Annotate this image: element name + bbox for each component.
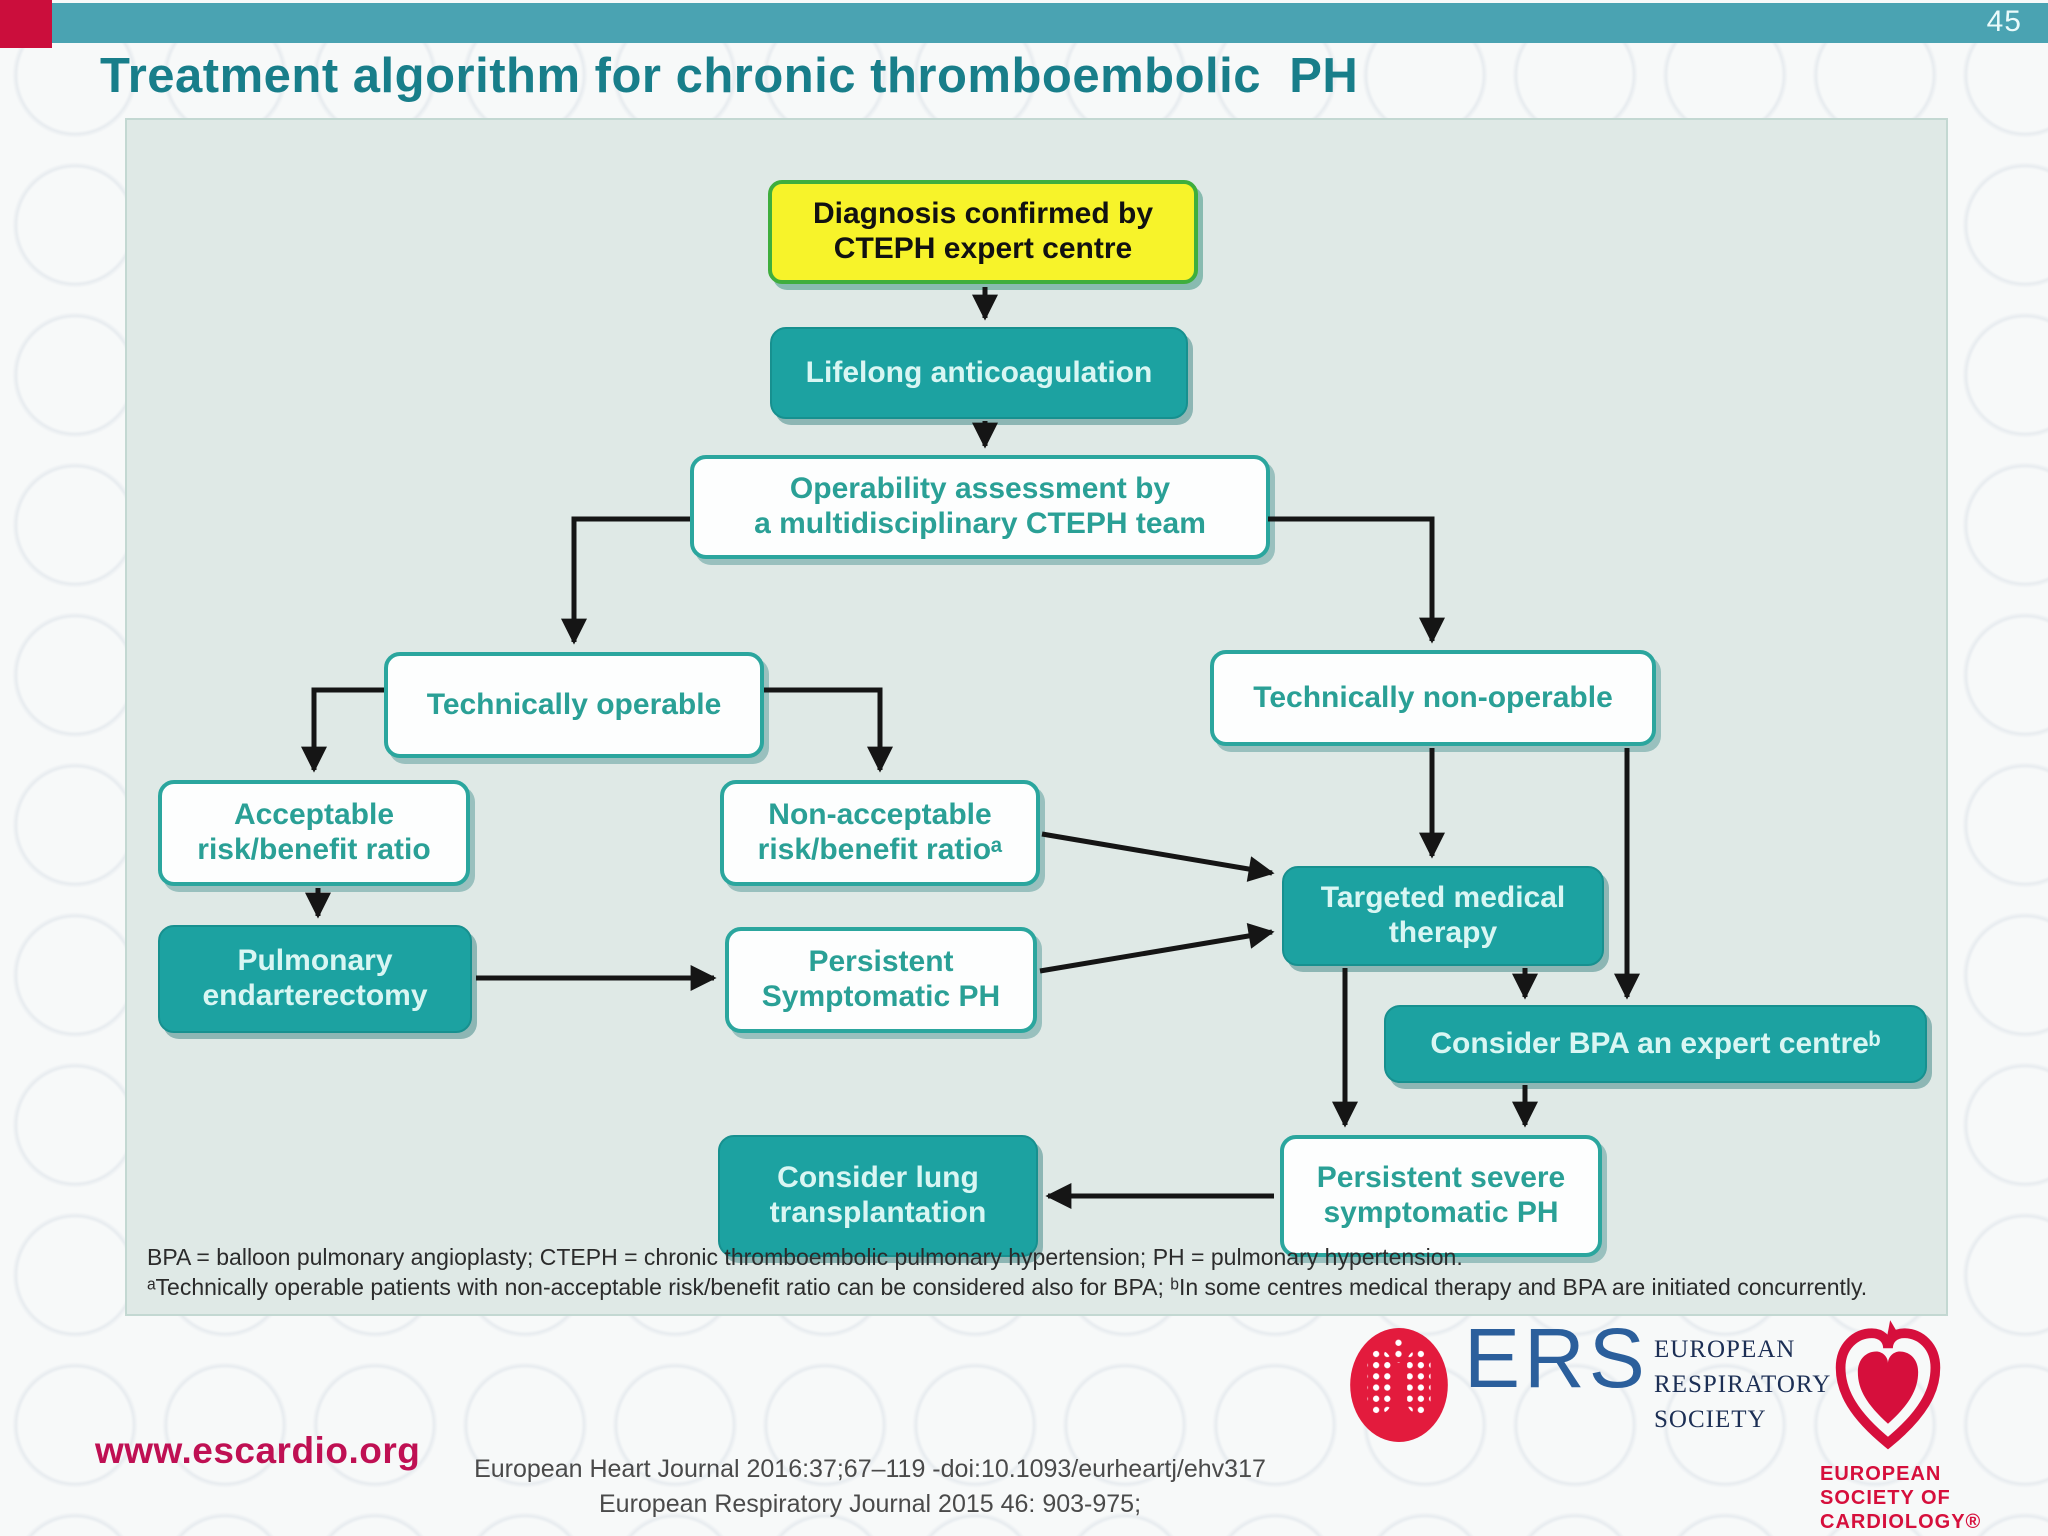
node-line: Targeted medical [1320,881,1566,915]
node-line: Diagnosis confirmed by [812,197,1154,231]
node-line: Technically non-operable [1253,680,1613,714]
node-line: Consider lung [777,1161,979,1195]
esc-name-line: SOCIETY OF [1820,1487,1951,1509]
node-line: Symptomatic PH [761,980,1001,1013]
node-line: risk/benefit ratioᵃ [757,833,1003,866]
citation-line: European Heart Journal 2016:37;67–119 -d… [474,1455,1266,1483]
footnotes: BPA = balloon pulmonary angioplasty; CTE… [147,1243,1907,1303]
footnote-superscripts: ᵃTechnically operable patients with non-… [147,1273,1868,1300]
esc-heart-icon [1835,1320,1941,1450]
header-bar [52,3,2048,43]
node-line: Lifelong anticoagulation [805,355,1153,389]
node-persistent-symptomatic-ph: Persistent Symptomatic PH [725,927,1037,1033]
esc-society-name: EUROPEAN SOCIETY OF CARDIOLOGY® [1820,1462,1982,1534]
node-line: a multidisciplinary CTEPH team [754,507,1206,540]
node-line: CTEPH expert centre [833,232,1133,265]
node-acceptable-ratio: Acceptable risk/benefit ratio [158,780,470,886]
node-line: transplantation [769,1196,987,1229]
node-line: Non-acceptable [768,798,992,832]
footnote-abbreviations: BPA = balloon pulmonary angioplasty; CTE… [147,1244,1463,1270]
node-persistent-severe-ph: Persistent severe symptomatic PH [1280,1135,1602,1257]
node-diagnosis: Diagnosis confirmed by CTEPH expert cent… [768,180,1198,284]
esc-name-line: CARDIOLOGY® [1820,1511,1982,1533]
node-technically-non-operable: Technically non-operable [1210,650,1656,746]
node-line: Acceptable [233,798,395,832]
node-line: Technically operable [426,687,722,721]
corner-accent-block [0,0,52,48]
slide-title: Treatment algorithm for chronic thromboe… [100,49,1359,103]
node-line: Persistent [808,945,954,979]
ers-name-line: EUROPEAN [1654,1336,1796,1363]
node-line: Consider BPA an expert centreᵇ [1430,1026,1881,1060]
ers-lungs-icon [1350,1328,1448,1442]
node-consider-bpa: Consider BPA an expert centreᵇ [1384,1005,1927,1083]
node-line: Pulmonary [237,944,393,978]
esc-name-line: EUROPEAN [1820,1463,1942,1485]
escardio-link[interactable]: www.escardio.org [95,1430,421,1471]
node-line: risk/benefit ratio [197,833,431,866]
node-pulmonary-endarterectomy: Pulmonary endarterectomy [158,925,472,1033]
node-operability-assessment: Operability assessment by a multidiscipl… [690,455,1270,559]
node-targeted-medical-therapy: Targeted medical therapy [1282,866,1604,966]
citations: European Heart Journal 2016:37;67–119 -d… [420,1452,1320,1521]
ers-name-line: RESPIRATORY [1654,1371,1832,1398]
page-number: 45 [1986,5,2022,38]
ers-name-line: SOCIETY [1654,1406,1767,1433]
ers-abbr: ERS [1464,1311,1649,1405]
node-consider-lung-transplantation: Consider lung transplantation [718,1135,1038,1257]
node-line: Operability assessment by [789,472,1171,506]
node-line: endarterectomy [202,979,428,1012]
node-technically-operable: Technically operable [384,652,764,758]
node-non-acceptable-ratio: Non-acceptable risk/benefit ratioᵃ [720,780,1040,886]
esc-logo-group: EUROPEAN SOCIETY OF CARDIOLOGY® [1820,1316,1980,1533]
citation-line: European Respiratory Journal 2015 46: 90… [598,1489,1142,1518]
node-line: Persistent severe [1316,1161,1566,1195]
ers-society-name: EUROPEAN RESPIRATORY SOCIETY [1654,1332,1831,1437]
node-anticoagulation: Lifelong anticoagulation [770,327,1188,419]
node-line: symptomatic PH [1323,1196,1559,1229]
node-line: therapy [1388,916,1498,949]
